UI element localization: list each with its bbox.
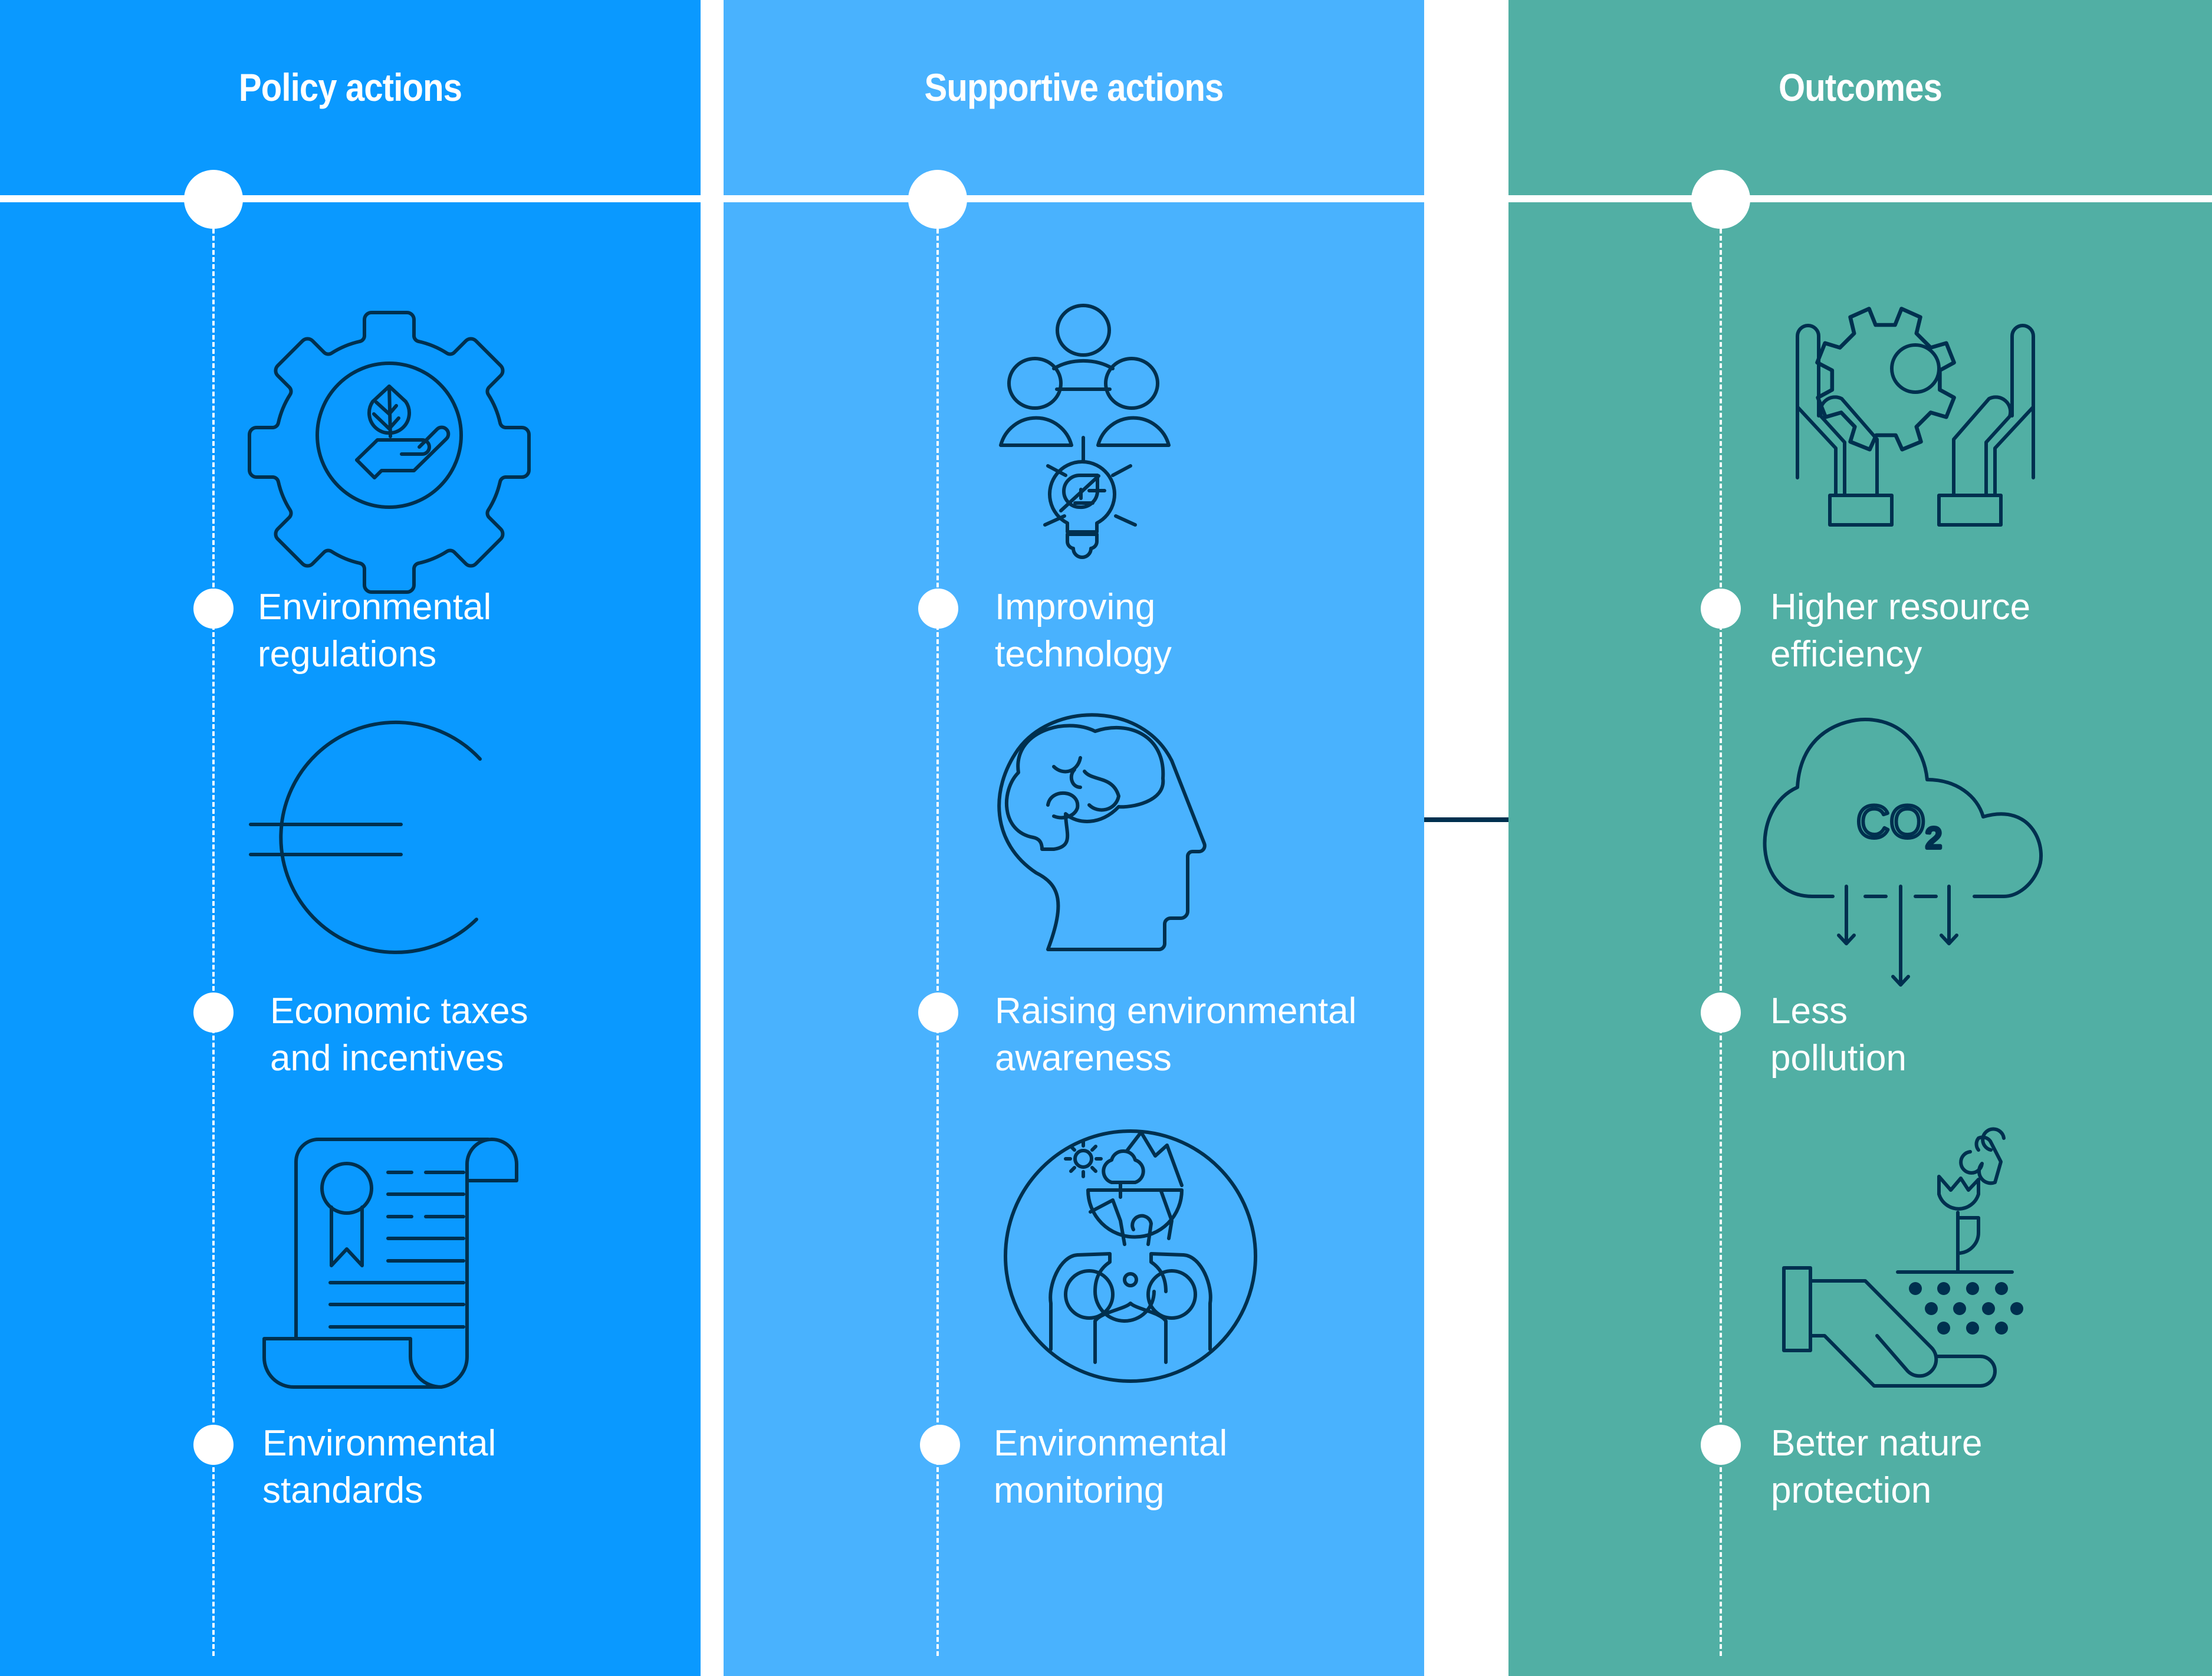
item-label: Less pollution — [1770, 991, 1907, 1079]
timeline-dashed-line — [936, 229, 939, 1656]
timeline-dot — [193, 589, 234, 629]
timeline-dot — [193, 1425, 234, 1465]
euro-icon — [248, 720, 484, 958]
item-label: Improving technology — [995, 587, 1172, 675]
timeline-dot — [920, 1425, 960, 1465]
column-title: Policy actions — [238, 65, 462, 109]
column-outcomes: Outcomes Higher resource efficiency CO2 … — [1508, 0, 2212, 1676]
column-supportive-actions: Supportive actions Improving technology — [724, 0, 1424, 1676]
item-label: Better nature protection — [1771, 1423, 1983, 1511]
column-policy-actions: Policy actions Environmental regulations… — [0, 0, 701, 1676]
binoculars-earth-icon — [1001, 1126, 1260, 1386]
item-label: Environmental monitoring — [994, 1423, 1228, 1511]
item-label: Environmental standards — [262, 1423, 497, 1511]
timeline-start-dot — [184, 170, 243, 229]
co2-cloud-icon: CO2 — [1756, 714, 2063, 987]
header-divider — [0, 195, 701, 202]
item-label: Higher resource efficiency — [1770, 587, 2031, 675]
timeline-dot — [918, 993, 958, 1033]
timeline-dot — [1701, 993, 1741, 1033]
head-brain-icon — [995, 708, 1219, 955]
timeline-dot — [1701, 589, 1741, 629]
timeline-start-dot — [908, 170, 967, 229]
timeline-dot — [1701, 1425, 1741, 1465]
timeline-dot — [193, 993, 234, 1033]
timeline-dashed-line — [212, 229, 215, 1656]
gear-with-hand-leaf-icon — [248, 301, 531, 594]
timeline-dashed-line — [1720, 229, 1722, 1656]
header-divider — [1508, 195, 2212, 202]
certificate-scroll-icon — [259, 1126, 519, 1389]
column-title: Supportive actions — [924, 65, 1224, 109]
timeline-start-dot — [1691, 170, 1750, 229]
hands-gear-icon — [1774, 307, 2057, 554]
item-label: Raising environmental awareness — [995, 991, 1357, 1079]
hand-soil-flower-icon — [1768, 1126, 2039, 1398]
people-idea-bulb-icon — [995, 301, 1184, 559]
timeline-dot — [918, 589, 958, 629]
header-divider — [724, 195, 1424, 202]
co2-text: CO2 — [1856, 796, 1942, 855]
item-label: Economic taxes and incentives — [270, 991, 528, 1079]
item-label: Environmental regulations — [258, 587, 492, 675]
column-title: Outcomes — [1779, 65, 1943, 109]
